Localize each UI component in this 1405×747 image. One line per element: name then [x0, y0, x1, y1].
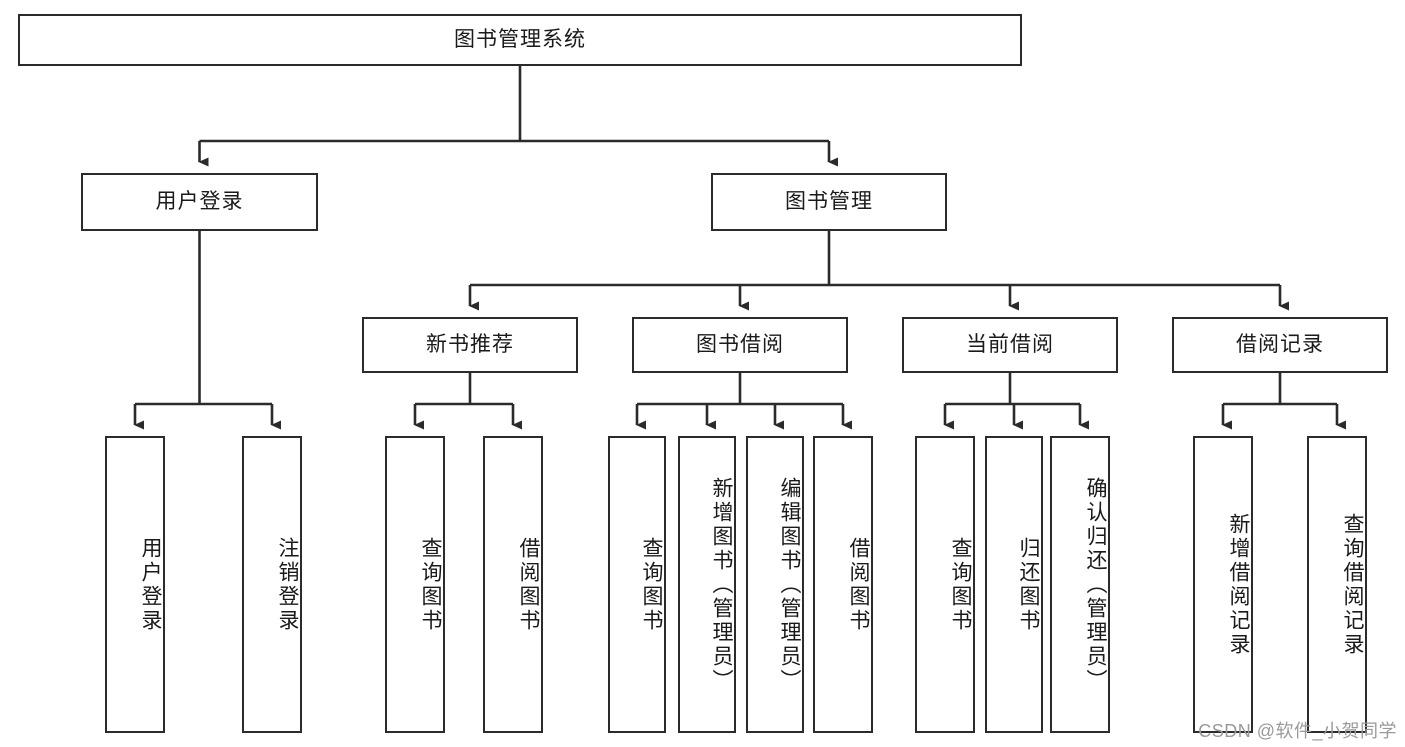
node-label: 当前借阅: [966, 333, 1054, 357]
node-leaf-borrow-1[interactable]: 借阅图书: [483, 436, 543, 733]
node-label: 归还图书: [1017, 536, 1040, 633]
node-label: 图书管理: [785, 190, 873, 214]
node-leaf-return[interactable]: 归还图书: [985, 436, 1043, 733]
node-label: 确认归还（管理员）: [1084, 476, 1107, 693]
node-label: 借阅记录: [1236, 333, 1324, 357]
node-new-book-rec[interactable]: 新书推荐: [362, 317, 578, 373]
node-label: 图书管理系统: [454, 28, 586, 52]
node-label: 查询图书: [640, 536, 663, 633]
node-label: 借阅图书: [847, 536, 870, 633]
node-book-manage[interactable]: 图书管理: [711, 173, 947, 231]
node-label: 新增借阅记录: [1227, 512, 1250, 657]
node-leaf-borrow-2[interactable]: 借阅图书: [813, 436, 873, 733]
node-label: 注销登录: [276, 536, 299, 633]
node-label: 查询图书: [949, 536, 972, 633]
node-leaf-confirm[interactable]: 确认归还（管理员）: [1050, 436, 1110, 733]
node-label: 用户登录: [155, 190, 244, 214]
node-leaf-edit-book[interactable]: 编辑图书（管理员）: [746, 436, 804, 733]
node-label: 用户登录: [139, 536, 162, 633]
node-label: 查询借阅记录: [1341, 512, 1364, 657]
node-leaf-user-login[interactable]: 用户登录: [105, 436, 165, 733]
watermark-text: CSDN @软件_小贺同学: [1198, 721, 1397, 741]
node-label: 新增图书（管理员）: [710, 476, 733, 693]
node-user-login[interactable]: 用户登录: [81, 173, 318, 231]
node-leaf-qry-record[interactable]: 查询借阅记录: [1307, 436, 1367, 733]
node-label: 新书推荐: [426, 333, 514, 357]
node-current-borrow[interactable]: 当前借阅: [902, 317, 1118, 373]
node-leaf-logout[interactable]: 注销登录: [242, 436, 302, 733]
node-label: 编辑图书（管理员）: [778, 476, 801, 693]
node-label: 借阅图书: [517, 536, 540, 633]
node-root[interactable]: 图书管理系统: [18, 14, 1022, 66]
node-book-borrow[interactable]: 图书借阅: [632, 317, 848, 373]
node-label: 图书借阅: [696, 333, 784, 357]
node-borrow-record[interactable]: 借阅记录: [1172, 317, 1388, 373]
node-leaf-query-2[interactable]: 查询图书: [608, 436, 666, 733]
node-leaf-add-record[interactable]: 新增借阅记录: [1193, 436, 1253, 733]
node-leaf-query-1[interactable]: 查询图书: [385, 436, 445, 733]
node-label: 查询图书: [419, 536, 442, 633]
node-leaf-add-book[interactable]: 新增图书（管理员）: [678, 436, 736, 733]
node-leaf-query-3[interactable]: 查询图书: [915, 436, 975, 733]
